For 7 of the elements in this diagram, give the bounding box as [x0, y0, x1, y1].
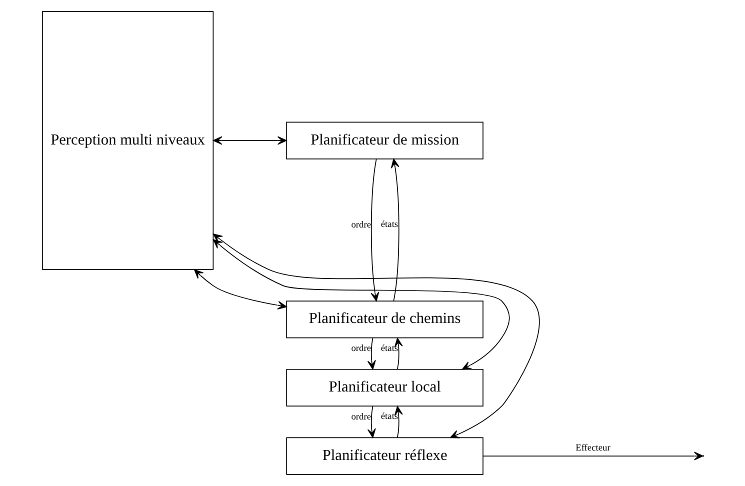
- edge-label: ordre: [350, 412, 370, 422]
- edge-label: ordre: [350, 344, 370, 354]
- edge-label: Effecteur: [575, 444, 610, 454]
- edge-label: états: [380, 412, 398, 422]
- edge-label: états: [380, 220, 398, 230]
- edge-label: ordre: [350, 220, 370, 230]
- edge-label: états: [380, 344, 398, 354]
